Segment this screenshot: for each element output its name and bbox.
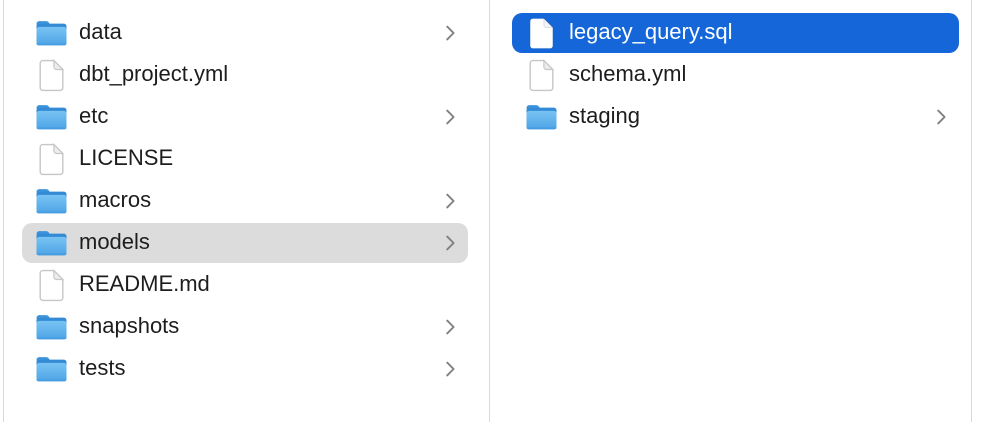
- file-row-dbt_project.yml[interactable]: dbt_project.yml: [22, 55, 468, 95]
- folder-icon: [34, 311, 68, 343]
- item-label: legacy_query.sql: [569, 19, 733, 44]
- folder-row-etc[interactable]: etc: [22, 97, 468, 137]
- chevron-right-icon: [936, 108, 947, 126]
- item-label: etc: [79, 103, 109, 128]
- folder-icon: [34, 17, 68, 49]
- folder-icon: [524, 101, 558, 133]
- chevron-right-icon: [445, 234, 456, 252]
- folder-row-snapshots[interactable]: snapshots: [22, 307, 468, 347]
- chevron-right-icon: [445, 192, 456, 210]
- document-icon: [34, 58, 68, 91]
- document-icon: [524, 58, 558, 91]
- chevron-right-icon: [445, 24, 456, 42]
- chevron-right-icon: [445, 108, 456, 126]
- document-icon: [34, 142, 68, 175]
- item-label: dbt_project.yml: [79, 61, 229, 86]
- document-icon: [34, 268, 68, 301]
- finder-column-current: legacy_query.sql: [490, 0, 972, 422]
- file-row-schema.yml[interactable]: schema.yml: [512, 55, 959, 95]
- finder-column-parent: data: [3, 0, 490, 422]
- item-label: models: [79, 229, 150, 254]
- file-row-LICENSE[interactable]: LICENSE: [22, 139, 468, 179]
- folder-row-macros[interactable]: macros: [22, 181, 468, 221]
- item-label: README.md: [79, 271, 210, 296]
- folder-row-staging[interactable]: staging: [512, 97, 959, 137]
- item-label: schema.yml: [569, 61, 687, 86]
- folder-icon: [34, 185, 68, 217]
- folder-icon: [34, 227, 68, 259]
- file-row-README.md[interactable]: README.md: [22, 265, 468, 305]
- folder-row-models[interactable]: models: [22, 223, 468, 263]
- folder-icon: [34, 353, 68, 385]
- item-label: snapshots: [79, 313, 180, 338]
- document-icon: [524, 16, 558, 49]
- folder-icon: [34, 101, 68, 133]
- item-label: staging: [569, 103, 640, 128]
- file-row-legacy_query.sql[interactable]: legacy_query.sql: [512, 13, 959, 53]
- folder-row-data[interactable]: data: [22, 13, 468, 53]
- item-label: macros: [79, 187, 152, 212]
- item-label: data: [79, 19, 122, 44]
- item-label: tests: [79, 355, 126, 380]
- folder-row-tests[interactable]: tests: [22, 349, 468, 389]
- item-label: LICENSE: [79, 145, 174, 170]
- chevron-right-icon: [445, 360, 456, 378]
- chevron-right-icon: [445, 318, 456, 336]
